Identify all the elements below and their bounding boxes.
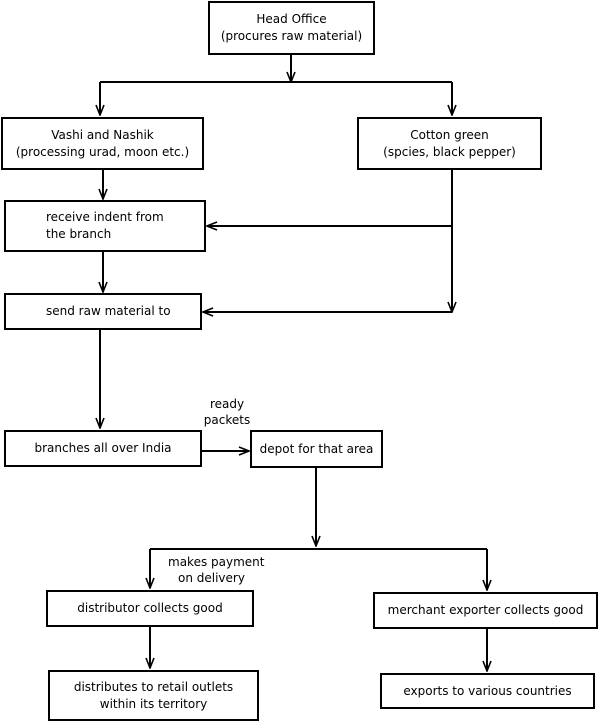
cotton-green-subtitle: (spcies, black pepper)	[383, 144, 516, 159]
distributor-box: distributor collects good	[46, 590, 254, 627]
distributor-text: distributor collects good	[77, 601, 223, 615]
retail-line1: distributes to retail outlets	[73, 679, 234, 694]
vashi-nashik-subtitle: (processing urad, moon etc.)	[15, 144, 190, 159]
depot-text: depot for that area	[259, 441, 374, 456]
send-raw-material-text: send raw material to	[46, 304, 171, 318]
head-office-subtitle: (procures raw material)	[220, 29, 363, 43]
merchant-exporter-box: merchant exporter collects good	[373, 592, 598, 629]
vashi-nashik-title: Vashi and Nashik	[51, 127, 154, 142]
ready-packets-line1: ready	[209, 397, 245, 411]
branches-text: branches all over India	[34, 441, 172, 455]
head-office-title: Head Office	[256, 12, 327, 26]
receive-indent-line1: receive indent from	[46, 210, 164, 224]
ready-packets-label: ready packets	[196, 396, 258, 428]
merchant-exporter-text: merchant exporter collects good	[387, 603, 584, 617]
cotton-green-box: Cotton green (spcies, black pepper)	[357, 117, 542, 170]
cotton-green-title: Cotton green	[410, 127, 489, 142]
depot-box: depot for that area	[250, 430, 383, 468]
payment-line1: makes payment	[168, 555, 265, 569]
send-raw-material-box: send raw material to	[4, 293, 202, 330]
receive-indent-line2: the branch	[46, 227, 112, 241]
vashi-nashik-box: Vashi and Nashik (processing urad, moon …	[1, 117, 204, 170]
retail-box: distributes to retail outlets within its…	[48, 670, 259, 721]
branches-box: branches all over India	[4, 430, 202, 467]
payment-line2: on delivery	[178, 571, 245, 585]
head-office-box: Head Office (procures raw material)	[208, 1, 375, 55]
receive-indent-box: receive indent from the branch	[4, 200, 206, 252]
ready-packets-line2: packets	[203, 413, 251, 427]
exports-text: exports to various countries	[403, 683, 572, 698]
payment-label: makes payment on delivery	[168, 554, 288, 586]
retail-line2: within its territory	[99, 696, 208, 711]
exports-box: exports to various countries	[380, 673, 595, 709]
